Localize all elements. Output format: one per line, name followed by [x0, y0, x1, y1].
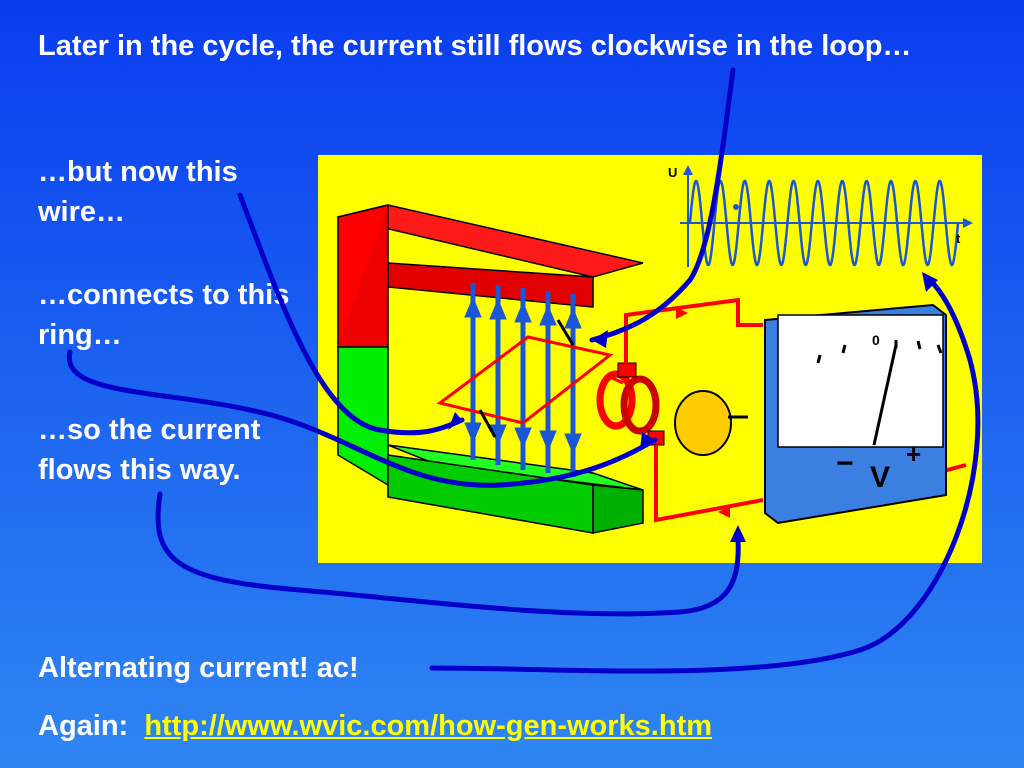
meter-symbol: V: [870, 461, 890, 494]
meter-zero-label: 0: [872, 332, 880, 348]
wire-loop: [436, 335, 624, 425]
meter-minus-label: −: [836, 447, 854, 480]
magnet-green-face: [592, 484, 644, 534]
alternating-current-note: Alternating current! ac!: [38, 652, 359, 684]
shaft: [674, 390, 748, 456]
slip-rings: [596, 362, 665, 446]
magnet-green-side: [337, 346, 389, 487]
graph-axis-t: t: [956, 231, 961, 246]
slide-title: Later in the cycle, the current still fl…: [38, 30, 912, 62]
label-ring: …connects to this ring…: [38, 279, 290, 351]
voltage-time-graph: U t: [668, 165, 973, 267]
magnetic-field-lines: [464, 283, 582, 477]
reference-link[interactable]: http://www.wvic.com/how-gen-works.htm: [144, 710, 713, 742]
graph-axis-u: U: [668, 165, 677, 180]
generator-illustration: 0 − V + U t: [337, 165, 973, 534]
label-current-flow: …so the current flows this way.: [38, 414, 261, 486]
again-line: Again: http://www.wvic.com/how-gen-works…: [38, 706, 938, 746]
meter-plus-label: +: [906, 439, 921, 469]
voltmeter: 0 − V +: [764, 303, 947, 525]
again-label: Again:: [38, 710, 129, 742]
wave-marker: [733, 204, 739, 210]
label-wire: …but now this wire…: [38, 156, 238, 228]
generator-diagram: 0 − V + U t: [318, 155, 982, 563]
